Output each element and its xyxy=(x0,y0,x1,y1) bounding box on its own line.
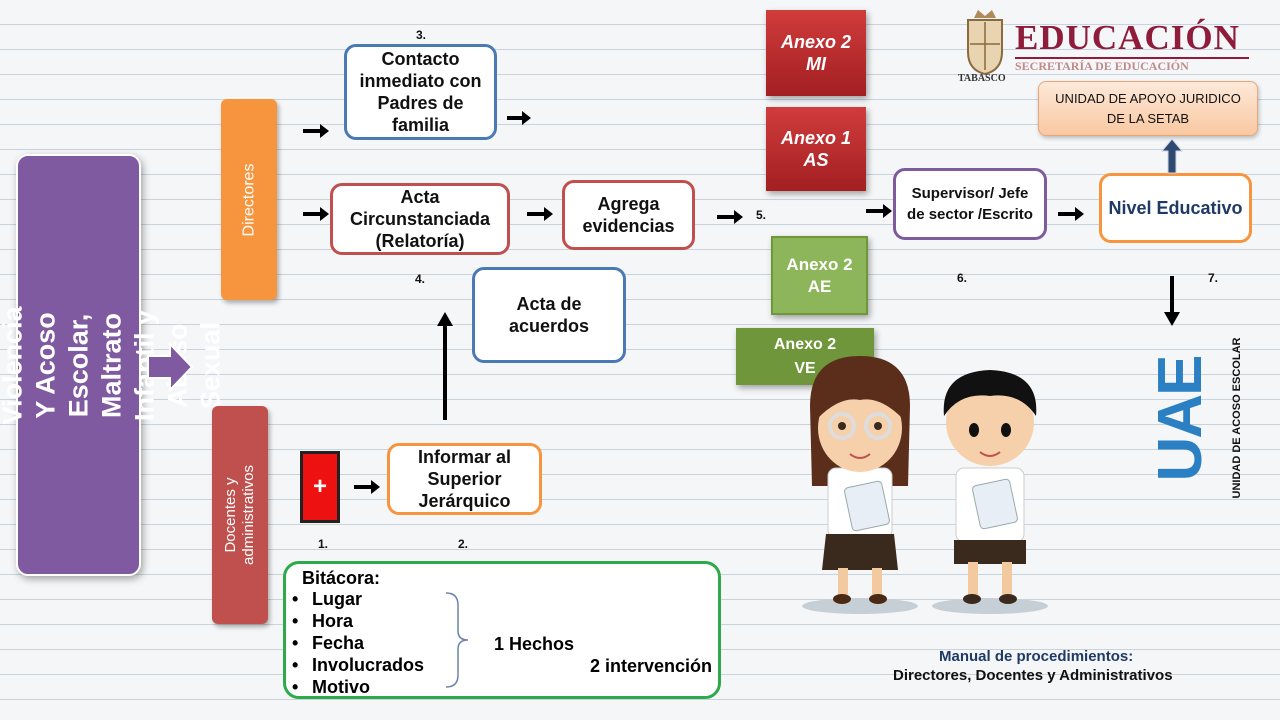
bitacora-item: Lugar xyxy=(288,588,424,610)
role-docentes-label: Docentes y administrativos xyxy=(222,464,257,566)
bitacora-item: Fecha xyxy=(288,632,424,654)
step-informar-label: Informar al Superior Jerárquico xyxy=(417,447,512,511)
brace-icon xyxy=(445,592,469,688)
arrow-supervisor-to-nivel xyxy=(1058,207,1084,221)
step-agrega-label: Agrega evidencias xyxy=(582,194,675,236)
bitacora-item: Hora xyxy=(288,610,424,632)
step-supervisor: Supervisor/ Jefe de sector /Escrito xyxy=(893,168,1047,240)
logo-state: TABASCO xyxy=(958,73,1006,84)
annex-as-line1: Anexo 1 xyxy=(780,128,852,148)
role-directores-tab: Directores xyxy=(221,99,277,300)
bitacora-title: Bitácora: xyxy=(302,568,381,588)
arrow-to-acta xyxy=(303,207,329,221)
step-number-6: 6. xyxy=(957,271,968,285)
annex-as-note: Anexo 1 AS xyxy=(766,107,866,191)
annex-ae-line1: Anexo 2 xyxy=(786,254,853,274)
bitacora-hechos: 1 Hechos xyxy=(494,634,575,654)
bitacora-item: Involucrados xyxy=(288,654,424,676)
logo-subtitle: SECRETARÍA DE EDUCACIÓN xyxy=(1015,59,1189,73)
step-acta-acuerdos-label: Acta de acuerdos xyxy=(508,294,590,336)
unidad-label: UNIDAD DE APOYO JURIDICO DE LA SETAB xyxy=(1055,90,1241,126)
arrow-after-contacto xyxy=(507,111,531,125)
step-nivel-educativo: Nivel Educativo xyxy=(1099,173,1252,243)
step-number-4: 4. xyxy=(415,272,426,286)
manual-line1: Manual de procedimientos: xyxy=(939,648,1134,665)
step-number-1: 1. xyxy=(318,537,329,551)
uae-logo: UAE UNIDAD DE ACOSO ESCOLAR xyxy=(1134,332,1243,504)
arrow-agrega-to-5 xyxy=(717,210,743,224)
arrow-up-icon xyxy=(437,312,453,420)
bitacora-list: Lugar Hora Fecha Involucrados Motivo xyxy=(288,588,424,698)
annex-ve-line2: VE xyxy=(794,359,816,377)
purple-arrow-icon xyxy=(147,342,194,392)
step-nivel-label: Nivel Educativo xyxy=(1108,198,1243,218)
unidad-apoyo-juridico: UNIDAD DE APOYO JURIDICO DE LA SETAB xyxy=(1038,81,1258,136)
annex-mi-note: Anexo 2 MI xyxy=(766,10,866,96)
step-informar-superior: Informar al Superior Jerárquico xyxy=(387,443,542,515)
step-number-7: 7. xyxy=(1208,271,1219,285)
step-number-5: 5. xyxy=(756,208,767,222)
step-contacto-padres: Contacto inmediato con Padres de familia xyxy=(344,44,497,140)
logo-title: EDUCACIÓN xyxy=(1015,18,1240,57)
arrow-down-icon xyxy=(1164,276,1180,326)
step-number-2: 2. xyxy=(458,537,469,551)
role-docentes-tab: Docentes y administrativos xyxy=(212,406,268,624)
bitacora-box: Bitácora: Lugar Hora Fecha Involucrados … xyxy=(283,561,721,699)
arrow-to-contacto xyxy=(303,124,329,138)
annex-ae-note: Anexo 2 AE xyxy=(771,236,868,315)
arrow-firstaid-to-informar xyxy=(354,480,380,494)
arrow-up-unidad-icon xyxy=(1161,138,1183,174)
first-aid-symbol: + xyxy=(312,473,327,500)
annex-mi-line2: MI xyxy=(806,54,826,74)
annex-mi-line1: Anexo 2 xyxy=(780,32,852,52)
step-agrega-evidencias: Agrega evidencias xyxy=(562,180,695,250)
role-directores-label: Directores xyxy=(240,163,257,236)
step-acta-circunstanciada: Acta Circunstanciada (Relatoría) xyxy=(330,183,510,255)
arrow-to-supervisor xyxy=(866,204,892,218)
annex-as-line2: AS xyxy=(803,150,829,170)
main-title-box: Protocolo de Violencia Y Acoso Escolar, … xyxy=(0,154,225,576)
logo-divider xyxy=(1015,57,1249,59)
bitacora-intervencion: 2 intervención xyxy=(590,656,713,676)
step-supervisor-label: Supervisor/ Jefe de sector /Escrito xyxy=(907,185,1033,223)
arrow-acta-to-agrega xyxy=(527,207,553,221)
uae-caption: UNIDAD DE ACOSO ESCOLAR xyxy=(1231,337,1243,499)
coat-of-arms-icon xyxy=(967,10,1003,76)
uae-letters: UAE xyxy=(1146,356,1215,482)
children-illustration xyxy=(802,356,1048,614)
step-contacto-label: Contacto inmediato con Padres de familia xyxy=(359,49,482,135)
bitacora-item: Motivo xyxy=(288,676,424,698)
annex-ae-line2: AE xyxy=(807,276,832,296)
step-number-3: 3. xyxy=(416,28,427,42)
step-acta-acuerdos: Acta de acuerdos xyxy=(472,267,626,363)
annex-ve-line1: Anexo 2 xyxy=(773,335,837,353)
step-acta-circ-label: Acta Circunstanciada (Relatoría) xyxy=(349,187,491,251)
manual-line2: Directores, Docentes y Administrativos xyxy=(893,667,1173,684)
first-aid-icon: + xyxy=(300,451,340,523)
